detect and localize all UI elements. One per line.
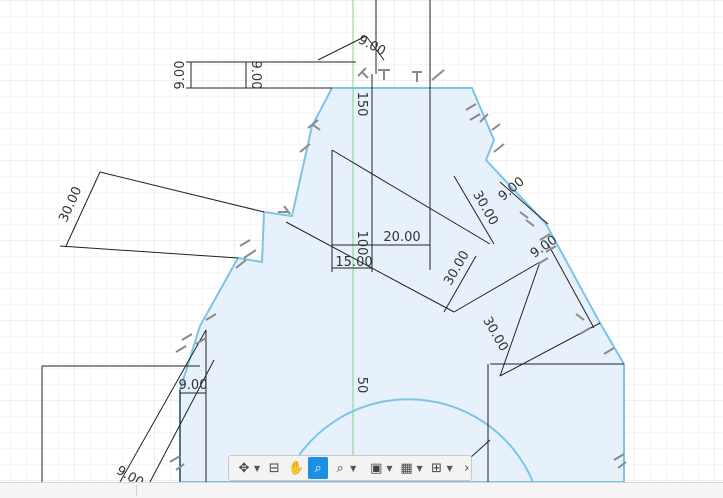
dim-horizontal-20[interactable]: 20.00 xyxy=(383,230,420,245)
display-menu-caret[interactable]: ▼ xyxy=(386,463,393,473)
status-divider xyxy=(136,485,137,496)
pan-hand-icon[interactable]: ✋ xyxy=(288,460,305,476)
display-settings-icon[interactable]: ▣ xyxy=(370,460,383,476)
navigation-toolbar: ✥▼ ⊟ ✋ ⌕ ⌕▼ ▣▼ ▦▼ ⊞▼ › xyxy=(228,455,472,481)
dim-left-horizontal-9[interactable]: 9.00 xyxy=(179,378,208,393)
status-bar xyxy=(0,482,723,498)
dim-top-vertical-right[interactable]: 9.00 xyxy=(248,61,263,90)
grid-menu-caret[interactable]: ▼ xyxy=(416,463,423,473)
zoom-window-icon[interactable]: ⌕ xyxy=(336,460,344,476)
dim-top-vertical-left[interactable]: 9.00 xyxy=(173,61,188,90)
orbit-icon[interactable]: ✥ xyxy=(238,460,250,476)
zoom-menu-caret[interactable]: ▼ xyxy=(350,463,357,473)
orbit-menu-caret[interactable]: ▼ xyxy=(254,463,261,473)
constraint-glyphs xyxy=(169,67,627,471)
viewports-menu-caret[interactable]: ▼ xyxy=(446,463,453,473)
dim-vertical-100[interactable]: 100 xyxy=(354,231,369,256)
dim-vertical-150[interactable]: 150 xyxy=(354,92,369,117)
dim-radius-50[interactable]: 50 xyxy=(354,377,369,394)
zoom-icon[interactable]: ⌕ xyxy=(308,457,329,479)
grid-snap-icon[interactable]: ▦ xyxy=(400,460,413,476)
look-at-icon[interactable]: ⊟ xyxy=(268,460,280,476)
more-icon[interactable]: › xyxy=(464,460,470,476)
viewports-icon[interactable]: ⊞ xyxy=(431,460,443,476)
dim-horizontal-15[interactable]: 15.00 xyxy=(335,255,372,270)
circle-arc[interactable] xyxy=(283,398,534,483)
